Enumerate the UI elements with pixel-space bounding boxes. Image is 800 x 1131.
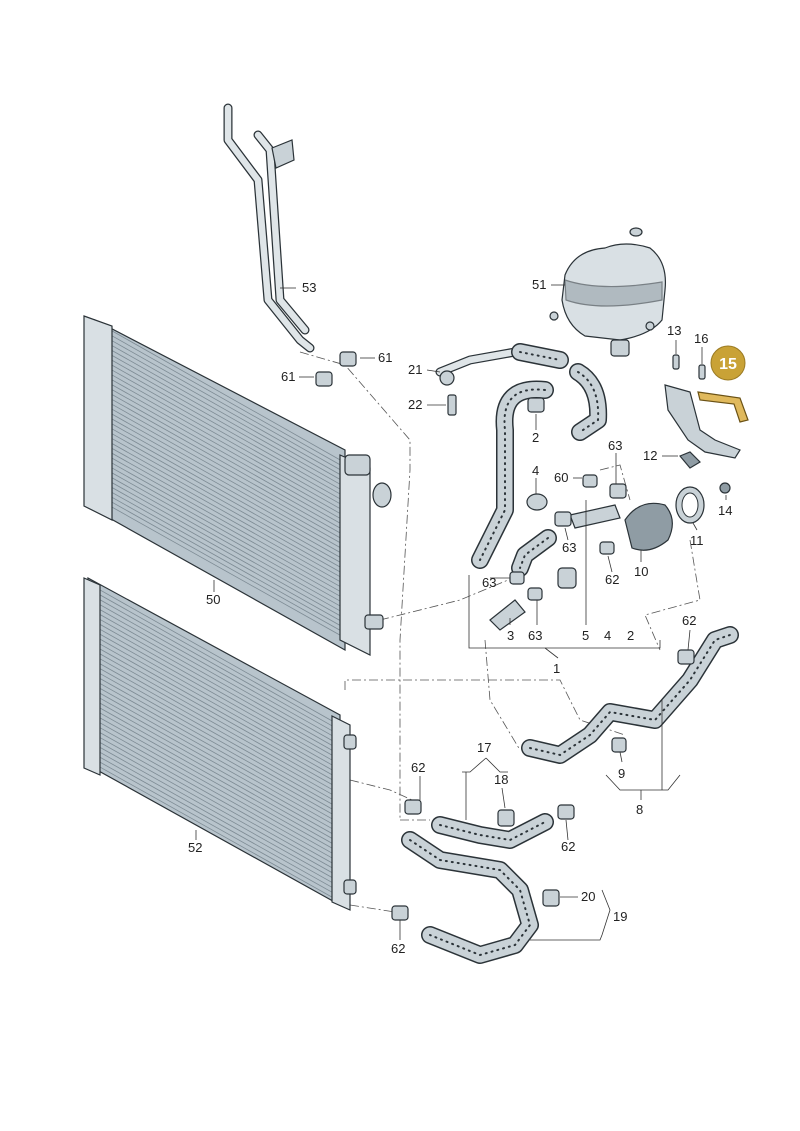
label-51: 51 [532,277,546,292]
label-19: 19 [613,909,627,924]
small-parts [315,351,749,921]
label-11: 11 [690,533,704,548]
label-62-lower-right: 62 [561,839,575,854]
label-52: 52 [188,840,202,855]
label-60: 60 [554,470,568,485]
label-53: 53 [302,280,316,295]
label-62-upper-left: 62 [411,760,425,775]
label-4-upper: 4 [532,463,539,478]
label-21: 21 [408,362,422,377]
label-3: 3 [507,628,514,643]
label-22: 22 [408,397,422,412]
lower-radiator [83,576,357,911]
label-17: 17 [477,740,491,755]
metal-coolant-pipe [223,103,315,353]
label-63-mid: 63 [562,540,576,555]
label-2-upper: 2 [532,430,539,445]
label-4-lower: 4 [604,628,611,643]
label-12: 12 [643,448,657,463]
label-13: 13 [667,323,681,338]
part-labels: 53 51 61 61 21 22 2 4 60 63 63 63 63 3 5… [188,277,732,956]
highlighted-part-15 [697,391,749,423]
label-2-lower: 2 [627,628,634,643]
label-18: 18 [494,772,508,787]
label-62-pump: 62 [605,572,619,587]
label-10: 10 [634,564,648,579]
label-9: 9 [618,766,625,781]
label-1: 1 [553,661,560,676]
leader-lines [195,284,727,941]
label-14: 14 [718,503,732,518]
label-16: 16 [694,331,708,346]
label-63-upper: 63 [608,438,622,453]
label-61-left: 61 [281,369,295,384]
upper-radiator [83,315,392,656]
label-63-lower: 63 [528,628,542,643]
expansion-tank [549,227,667,357]
callout-15-label: 15 [719,356,737,373]
label-63-left: 63 [482,575,496,590]
label-50: 50 [206,592,220,607]
label-61-right: 61 [378,350,392,365]
label-62-right: 62 [682,613,696,628]
label-8: 8 [636,802,643,817]
callout-15-badge[interactable]: 15 [710,345,746,381]
label-62-bottom: 62 [391,941,405,956]
coolant-hoses [401,343,739,964]
label-5: 5 [582,628,589,643]
label-20: 20 [581,889,595,904]
